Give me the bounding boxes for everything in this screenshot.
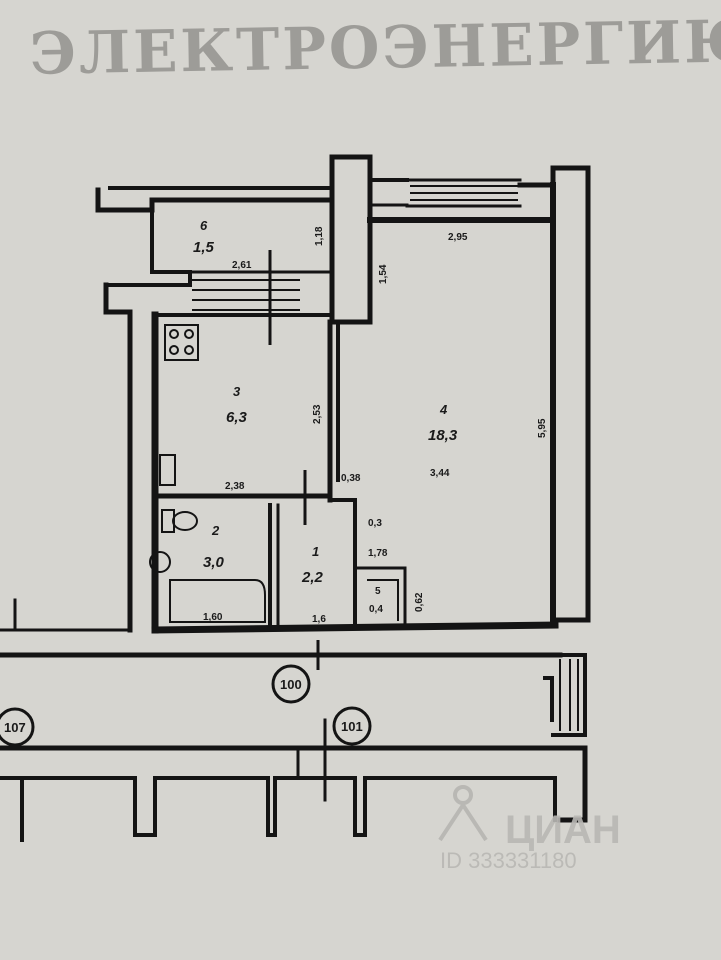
dim-room4-top: 2,95 [448, 232, 468, 243]
location-pin-icon [438, 785, 488, 842]
dim-corridor-gap: 0,38 [341, 473, 361, 484]
watermark: ЦИАН ID 333331180 [438, 785, 621, 873]
room-3-area: 6,3 [226, 409, 248, 426]
watermark-brand: ЦИАН [505, 808, 621, 852]
axis-marker-right: 101 [332, 706, 372, 746]
svg-text:100: 100 [280, 677, 302, 692]
dimension-labels: 2,61 1,18 1,54 2,95 5,95 3,44 2,53 2,38 … [203, 226, 548, 625]
room-4-number: 4 [439, 402, 448, 417]
dim-hall-small: 0,3 [368, 518, 382, 529]
dim-bay-depth: 1,54 [378, 264, 389, 284]
axis-marker-left: 107 [0, 707, 35, 747]
sink-icon [159, 454, 176, 486]
dim-room4-width: 3,44 [430, 468, 450, 479]
dim-kitchen-width: 2,38 [225, 481, 245, 492]
room-1-area: 2,2 [301, 569, 324, 586]
svg-text:107: 107 [4, 720, 26, 735]
dim-bath-width: 1,60 [203, 612, 223, 623]
dim-loggia-depth: 1,18 [314, 226, 325, 246]
room-1-number: 1 [312, 544, 319, 559]
room-labels: 6 1,5 3 6,3 4 18,3 2 3,0 1 2,2 5 0,4 [193, 218, 458, 615]
walls [0, 154, 591, 842]
room-6-number: 6 [200, 218, 208, 233]
dim-kitchen-height: 2,53 [312, 404, 323, 424]
section-marks [268, 250, 320, 670]
room-3-number: 3 [233, 384, 241, 399]
room-5-number: 5 [375, 586, 381, 597]
watermark-id: ID 333331180 [440, 848, 577, 873]
dim-room4-height: 5,95 [537, 418, 548, 438]
window-hatching [192, 185, 518, 311]
dim-closet-height: 0,62 [414, 592, 425, 612]
axis-markers: 100 107 101 [0, 664, 372, 747]
dim-hall-width: 1,78 [368, 548, 388, 559]
svg-text:101: 101 [341, 719, 363, 734]
header-text: ЭЛЕКТРОЭНЕРГИЮ [29, 7, 721, 88]
room-5-area: 0,4 [369, 604, 383, 615]
room-4-area: 18,3 [428, 427, 458, 444]
room-2-area: 3,0 [203, 554, 225, 571]
toilet-icon [161, 509, 198, 533]
axis-marker-center: 100 [271, 664, 311, 704]
bathtub-icon [149, 551, 266, 623]
dim-loggia-width: 2,61 [232, 260, 252, 271]
room-6-area: 1,5 [193, 239, 215, 256]
stove-icon [164, 324, 199, 361]
dim-hall-bottom: 1,6 [312, 614, 326, 625]
room-2-number: 2 [211, 523, 220, 538]
